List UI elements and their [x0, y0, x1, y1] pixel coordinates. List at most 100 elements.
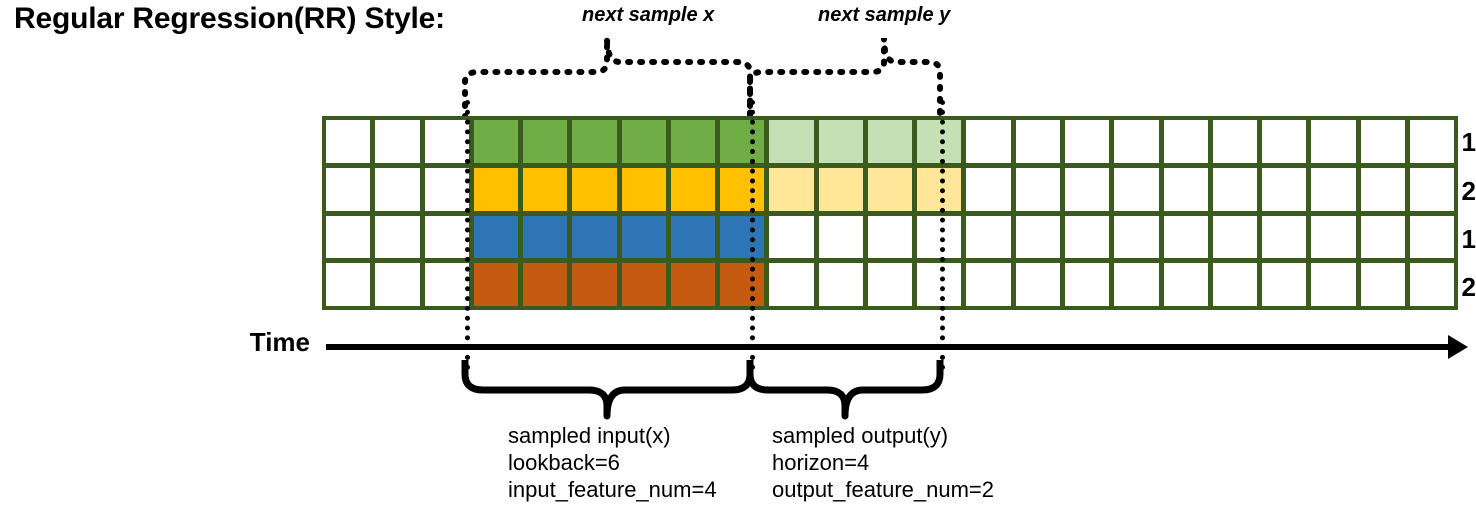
- grid-cell-empty: [917, 263, 962, 306]
- annotation-output-line1: sampled output(y): [772, 423, 949, 448]
- grid-cell-empty: [1015, 263, 1060, 306]
- grid-cell-input: [572, 120, 617, 163]
- grid-cell-empty: [1262, 167, 1307, 211]
- time-arrow-icon: [1448, 335, 1468, 359]
- grid-cell-empty: [769, 263, 814, 306]
- grid-row: [322, 120, 1458, 163]
- grid-cell-empty: [326, 120, 371, 163]
- grid-cell-empty: [818, 215, 863, 259]
- brace-next-sample-y: [747, 37, 943, 121]
- annotation-input-line1: sampled input(x): [508, 423, 671, 448]
- grid-cell-empty: [1163, 120, 1208, 163]
- guide-line-input-start: [465, 100, 470, 370]
- grid-cell-empty: [326, 215, 371, 259]
- grid-cell-empty: [1114, 215, 1159, 259]
- grid-cell-empty: [867, 215, 913, 259]
- grid-cell-empty: [1311, 120, 1356, 163]
- grid-cell-empty: [375, 263, 420, 306]
- brace-next-sample-x: [462, 37, 753, 121]
- grid-cell-input: [621, 263, 666, 306]
- grid-cell-empty: [1311, 263, 1356, 306]
- grid-cell-empty: [375, 120, 420, 163]
- grid-row: [322, 263, 1458, 306]
- annotation-sampled-input: sampled input(x) lookback=6 input_featur…: [508, 422, 717, 503]
- grid-cell-empty: [424, 215, 469, 259]
- annotation-output-line3: output_feature_num=2: [772, 477, 995, 502]
- grid-cell-empty: [1015, 120, 1060, 163]
- grid-cell-empty: [1212, 167, 1258, 211]
- grid-cell-empty: [1064, 263, 1110, 306]
- grid-cell-empty: [1163, 263, 1208, 306]
- grid-cell-empty: [424, 167, 469, 211]
- grid-cell-empty: [1311, 215, 1356, 259]
- grid-cell-input: [523, 215, 568, 259]
- grid-cell-input: [523, 263, 568, 306]
- grid-cell-empty: [1409, 263, 1455, 306]
- grid-cell-empty: [1212, 120, 1258, 163]
- time-axis-label: Time: [249, 327, 310, 357]
- grid-cell-input: [670, 263, 716, 306]
- grid-cell-input: [670, 120, 716, 163]
- grid-cell-empty: [1064, 215, 1110, 259]
- guide-line-input-end: [750, 100, 755, 370]
- grid-cell-empty: [1360, 167, 1405, 211]
- grid-cell-input: [621, 167, 666, 211]
- grid-cell-empty: [1163, 215, 1208, 259]
- grid-row: [322, 215, 1458, 259]
- grid-cell-empty: [1360, 120, 1405, 163]
- grid-cell-empty: [326, 263, 371, 306]
- grid-cell-output: [818, 167, 863, 211]
- next-sample-y-caption: next sample y: [818, 4, 951, 26]
- grid-cell-empty: [1360, 215, 1405, 259]
- grid-cell-input: [572, 263, 617, 306]
- grid-cell-input: [670, 215, 716, 259]
- grid-cell-input: [473, 120, 519, 163]
- annotation-output-line2: horizon=4: [772, 450, 870, 475]
- guide-line-output-end: [940, 100, 945, 370]
- grid-cell-empty: [1114, 120, 1159, 163]
- grid-cell-empty: [1212, 263, 1258, 306]
- grid-cell-input: [720, 215, 765, 259]
- grid-cell-output: [769, 167, 814, 211]
- grid-cell-empty: [966, 263, 1011, 306]
- grid-cell-input: [572, 215, 617, 259]
- grid-cell-input: [473, 215, 519, 259]
- grid-cell-empty: [424, 120, 469, 163]
- grid-cell-empty: [1409, 167, 1455, 211]
- next-sample-x-caption: next sample x: [582, 4, 715, 26]
- grid-cell-output: [769, 120, 814, 163]
- grid-cell-empty: [1015, 215, 1060, 259]
- grid-cell-input: [523, 167, 568, 211]
- grid-cell-input: [720, 263, 765, 306]
- grid-cell-input: [523, 120, 568, 163]
- grid-cell-empty: [769, 215, 814, 259]
- bottom-braces: [461, 360, 944, 420]
- grid-cell-output: [917, 167, 962, 211]
- grid-cell-output: [867, 167, 913, 211]
- grid-cell-empty: [326, 167, 371, 211]
- grid-cell-empty: [917, 215, 962, 259]
- grid-cell-empty: [375, 167, 420, 211]
- grid-cell-empty: [1114, 167, 1159, 211]
- grid-cell-input: [473, 167, 519, 211]
- grid-cell-empty: [1114, 263, 1159, 306]
- grid-cell-input: [720, 120, 765, 163]
- grid-cell-output: [818, 120, 863, 163]
- grid-cell-empty: [1212, 215, 1258, 259]
- grid-cell-empty: [1409, 120, 1455, 163]
- grid-cell-empty: [1311, 167, 1356, 211]
- grid-cell-empty: [1360, 263, 1405, 306]
- grid-cell-empty: [818, 263, 863, 306]
- page-title: Regular Regression(RR) Style:: [14, 2, 445, 35]
- annotation-sampled-output: sampled output(y) horizon=4 output_featu…: [772, 422, 994, 503]
- grid-cell-input: [473, 263, 519, 306]
- grid-cell-input: [621, 120, 666, 163]
- grid-cell-output: [917, 120, 962, 163]
- grid-cell-empty: [966, 167, 1011, 211]
- timeseries-grid: [322, 116, 1458, 310]
- grid-cell-empty: [1064, 120, 1110, 163]
- grid-cell-empty: [1163, 167, 1208, 211]
- grid-row: [322, 167, 1458, 211]
- brace-sampled-input: [461, 360, 754, 420]
